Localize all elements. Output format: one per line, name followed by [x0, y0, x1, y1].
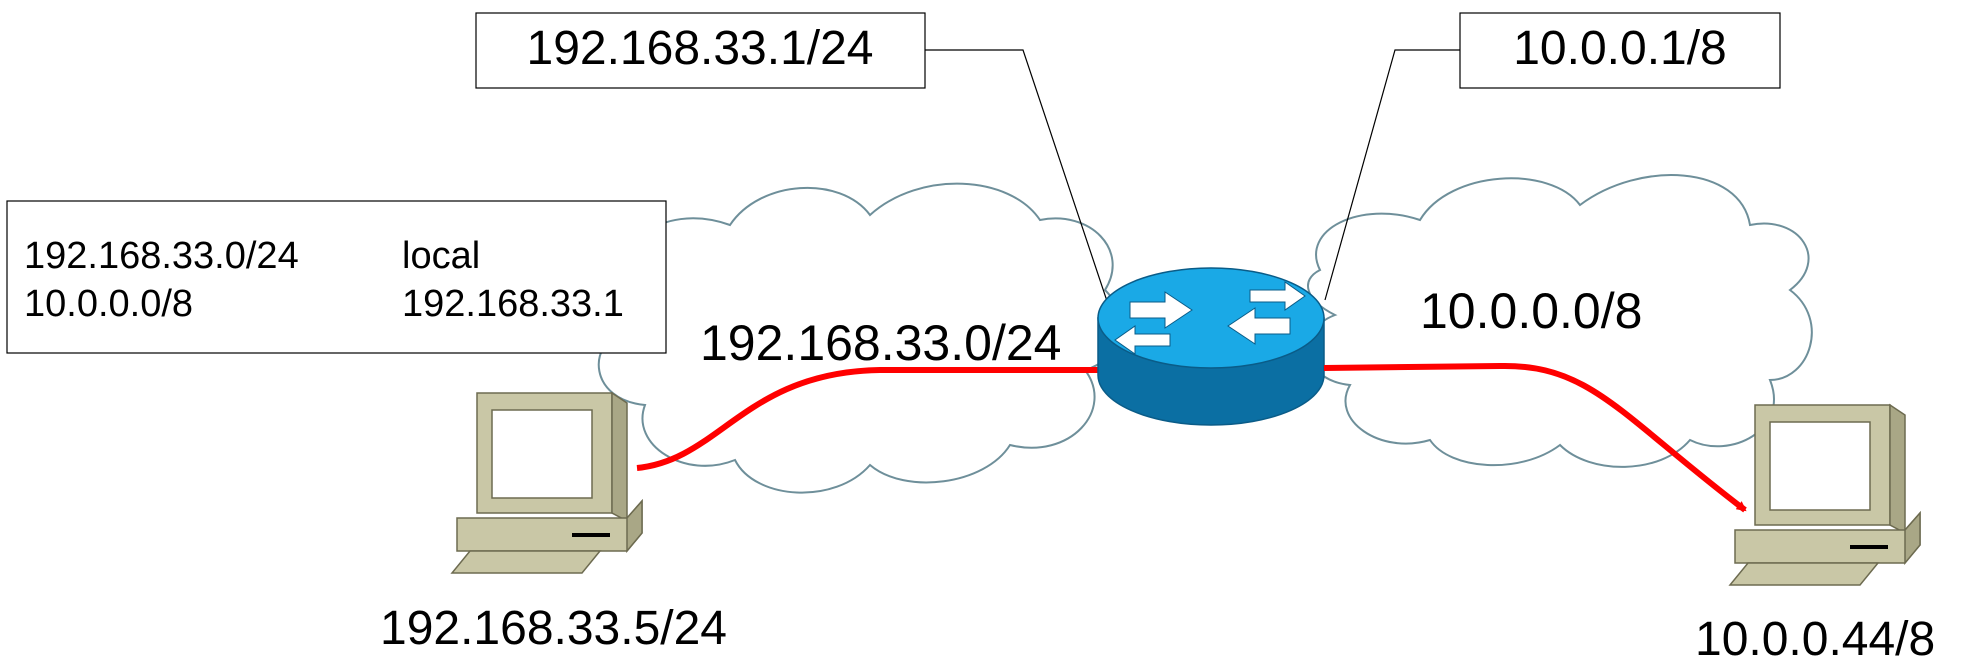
routing-table-destination: 192.168.33.0/24	[24, 235, 299, 277]
callout-router-left-ip: 192.168.33.1/24	[527, 22, 874, 75]
routing-table-destination: 10.0.0.0/8	[24, 283, 193, 325]
callout-box	[1459, 12, 1781, 89]
callout-router-right-ip: 10.0.0.1/8	[1513, 22, 1727, 75]
cloud-icon	[597, 182, 1122, 494]
dest-host-ip: 10.0.0.44/8	[1695, 613, 1935, 661]
computer-icon	[450, 391, 643, 574]
network-left-label: 192.168.33.0/24	[700, 315, 1061, 371]
source-host-ip: 192.168.33.5/24	[380, 602, 727, 655]
router-icon	[1097, 267, 1325, 426]
routing-table-box	[6, 200, 667, 354]
callout-leader-line	[925, 49, 1116, 326]
network-right-label: 10.0.0.0/8	[1420, 283, 1642, 339]
packet-path-left	[636, 365, 1109, 471]
packet-path-right	[1323, 362, 1747, 513]
cloud-icon	[1307, 174, 1813, 468]
callout-box	[475, 12, 926, 89]
routing-table-via: local	[402, 235, 480, 277]
callout-leader-line	[1324, 49, 1460, 301]
computer-icon	[1728, 403, 1921, 586]
routing-table-via: 192.168.33.1	[402, 283, 624, 325]
